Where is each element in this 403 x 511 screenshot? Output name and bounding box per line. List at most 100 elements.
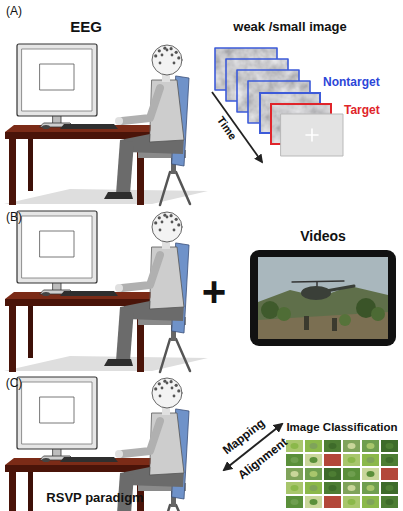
- chair-leg: [176, 505, 190, 511]
- eeg-electrode: [171, 54, 174, 57]
- eeg-cap-head: [152, 212, 182, 242]
- node-heading: Target: [344, 104, 380, 117]
- target-image: Target: [270, 103, 332, 145]
- helicopter-tail: [326, 286, 354, 291]
- desk-edge: [5, 299, 150, 306]
- eeg-electrode: [171, 387, 174, 390]
- thumbnail-detail: [291, 485, 299, 491]
- eeg-electrode: [154, 387, 157, 390]
- plus-sign: +: [202, 269, 227, 315]
- node-heading: Image Classification: [286, 421, 397, 434]
- thumbnail: [305, 468, 322, 480]
- eeg-electrode: [158, 49, 161, 52]
- arrow-label: Alignment: [236, 436, 290, 483]
- person-foot: [104, 359, 133, 366]
- mapping-arrow: [224, 424, 282, 470]
- thumbnail-detail: [367, 485, 375, 491]
- thumbnail-detail: [291, 457, 299, 463]
- eeg-electrode: [166, 49, 169, 52]
- eeg-electrode: [154, 221, 157, 224]
- thumbnail: [381, 454, 398, 466]
- thumbnail: [286, 440, 303, 452]
- eeg-electrode: [171, 221, 174, 224]
- video-tree: [277, 307, 291, 321]
- screen-window: [40, 231, 74, 257]
- panel-letter: (A): [6, 5, 22, 18]
- eeg-electrode: [177, 56, 180, 59]
- arrow-label: Mapping: [221, 417, 268, 458]
- thumbnail-detail: [310, 499, 318, 505]
- video-tree: [261, 301, 279, 319]
- thumbnail: [286, 454, 303, 466]
- thumbnail-detail: [386, 471, 394, 477]
- chair-leg: [160, 505, 170, 511]
- person-arm: [122, 421, 160, 454]
- time-arrow: [212, 92, 262, 162]
- eeg-electrode: [161, 221, 164, 224]
- thumbnail-detail: [386, 485, 394, 491]
- thumbnail-detail: [367, 457, 375, 463]
- eeg-electrode: [175, 384, 178, 387]
- thumbnail-detail: [386, 443, 394, 449]
- eeg-electrode: [159, 395, 162, 398]
- person-hand: [115, 117, 123, 125]
- noise-image: [272, 105, 330, 143]
- thumbnail: [324, 454, 341, 466]
- thumbnail-detail: [291, 499, 299, 505]
- eeg-electrode: [158, 382, 161, 385]
- thumbnail: [381, 440, 398, 452]
- thumbnail: [324, 482, 341, 494]
- desk-top: [5, 125, 154, 132]
- desk-leg: [28, 304, 33, 358]
- image-grid: Image Classification: [286, 440, 398, 510]
- thumbnail-detail: [310, 443, 318, 449]
- chair-leg: [176, 172, 190, 204]
- person-shin: [116, 140, 134, 194]
- desk-leg: [28, 137, 33, 191]
- thumbnail: [362, 454, 379, 466]
- monitor-screen: [22, 216, 92, 278]
- video-tree: [339, 314, 351, 326]
- monitor-screen: [22, 382, 92, 444]
- eeg-electrode: [175, 51, 178, 54]
- eeg-electrode: [161, 54, 164, 57]
- eeg-electrode: [170, 380, 173, 383]
- noise-art: [272, 105, 330, 143]
- panel-letter: (B): [6, 211, 22, 224]
- thumbnail: [362, 496, 379, 508]
- node-heading: Nontarget: [323, 76, 380, 89]
- eeg-electrode: [173, 229, 176, 232]
- thumbnail: [343, 468, 360, 480]
- thumbnail-detail: [348, 471, 356, 477]
- eeg-electrode: [166, 216, 169, 219]
- eeg-electrode: [177, 223, 180, 226]
- eeg-electrode: [159, 62, 162, 65]
- axis-label: Time: [215, 114, 240, 142]
- person-shin: [116, 307, 134, 361]
- thumbnail-detail: [310, 485, 318, 491]
- desk-edge: [5, 132, 150, 139]
- thumbnail: [324, 440, 341, 452]
- thumbnail: [305, 496, 322, 508]
- thumbnail: [305, 440, 322, 452]
- eeg-electrode: [154, 54, 157, 57]
- video-hills: [258, 286, 388, 339]
- thumbnail-detail: [348, 443, 356, 449]
- chair-leg: [176, 339, 190, 371]
- eeg-electrode: [175, 218, 178, 221]
- monitor-screen: [22, 49, 92, 111]
- thumbnail: [343, 482, 360, 494]
- thumbnail: [286, 496, 303, 508]
- thumbnail-detail: [329, 457, 337, 463]
- soldier: [304, 316, 309, 330]
- screen-window: [40, 397, 74, 423]
- person-shin: [116, 473, 134, 511]
- eeg-electrode: [166, 382, 169, 385]
- thumbnail: [305, 482, 322, 494]
- desk-leg: [28, 470, 33, 511]
- thumbnail: [305, 454, 322, 466]
- desk-leg: [9, 306, 16, 372]
